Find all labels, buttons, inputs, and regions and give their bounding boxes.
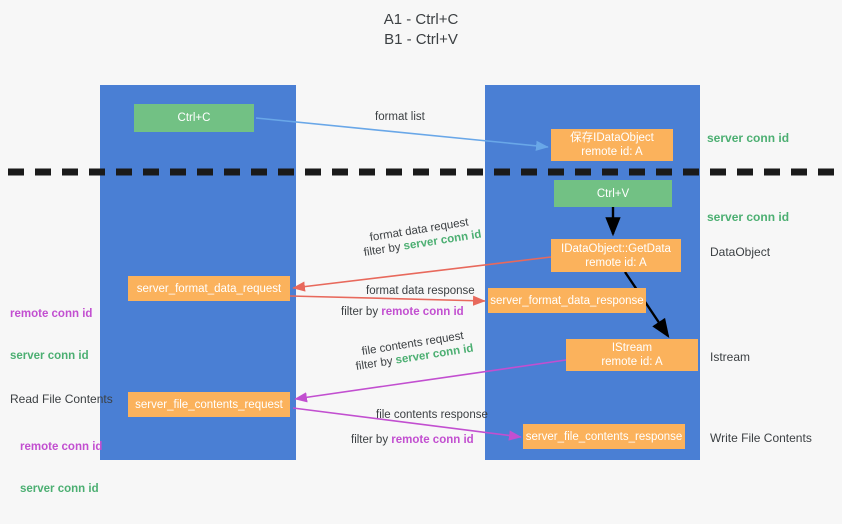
box-server-file-contents-request[interactable]: server_file_contents_request — [128, 392, 290, 417]
edge-label-file-contents-response-filter: filter by remote conn id — [351, 433, 474, 448]
diagram-canvas: A1 - Ctrl+C B1 - Ctrl+V A1 remote B1 con… — [8, 11, 834, 495]
legend-server-conn-id-middle: server conn id — [10, 350, 89, 362]
edge-label-format-list: format list — [375, 111, 425, 123]
edge-label-format-data-response-filter: filter by remote conn id — [341, 305, 464, 320]
diagram-title: A1 - Ctrl+C B1 - Ctrl+V — [383, 11, 459, 48]
box-server-file-contents-response[interactable]: server_file_contents_response — [523, 424, 685, 449]
legend-remote-conn-id-bottom: remote conn id — [20, 441, 103, 453]
label-dataobject: DataObject — [710, 245, 771, 259]
label-server-conn-id-mid: server conn id — [707, 210, 790, 224]
box-server-format-data-request[interactable]: server_format_data_request — [128, 276, 290, 301]
filter-value-remote-conn-id: remote conn id — [391, 434, 474, 446]
label-server-conn-id-top: server conn id — [707, 131, 790, 145]
edge-label-format-data-response: format data response — [366, 285, 475, 297]
legend-remote-conn-id-middle: remote conn id — [10, 308, 93, 320]
legend-conn-ids-middle: remote conn id server conn id — [10, 279, 92, 391]
filter-value-remote-conn-id: remote conn id — [381, 306, 464, 318]
box-server-format-data-response[interactable]: server_format_data_response — [488, 288, 646, 313]
filter-prefix: filter by — [351, 434, 392, 446]
label-istream: Istream — [710, 350, 751, 364]
filter-prefix: filter by — [354, 354, 397, 373]
legend-server-conn-id-bottom: server conn id — [20, 483, 99, 495]
box-save-idataobject[interactable]: 保存IDataObject remote id: A — [551, 129, 673, 161]
label-write-file-contents: Write File Contents — [710, 431, 812, 445]
filter-prefix: filter by — [341, 306, 382, 318]
edge-label-file-contents-response: file contents response — [376, 409, 488, 421]
box-istream[interactable]: IStream remote id: A — [566, 339, 698, 371]
legend-conn-ids-bottom: remote conn id server conn id — [20, 412, 102, 524]
box-ctrl-v[interactable]: Ctrl+V — [554, 180, 672, 207]
filter-prefix: filter by — [362, 240, 405, 259]
box-idataobject-getdata[interactable]: IDataObject::GetData remote id: A — [551, 239, 681, 272]
box-ctrl-c[interactable]: Ctrl+C — [134, 104, 254, 132]
label-read-file-contents: Read File Contents — [10, 392, 113, 406]
